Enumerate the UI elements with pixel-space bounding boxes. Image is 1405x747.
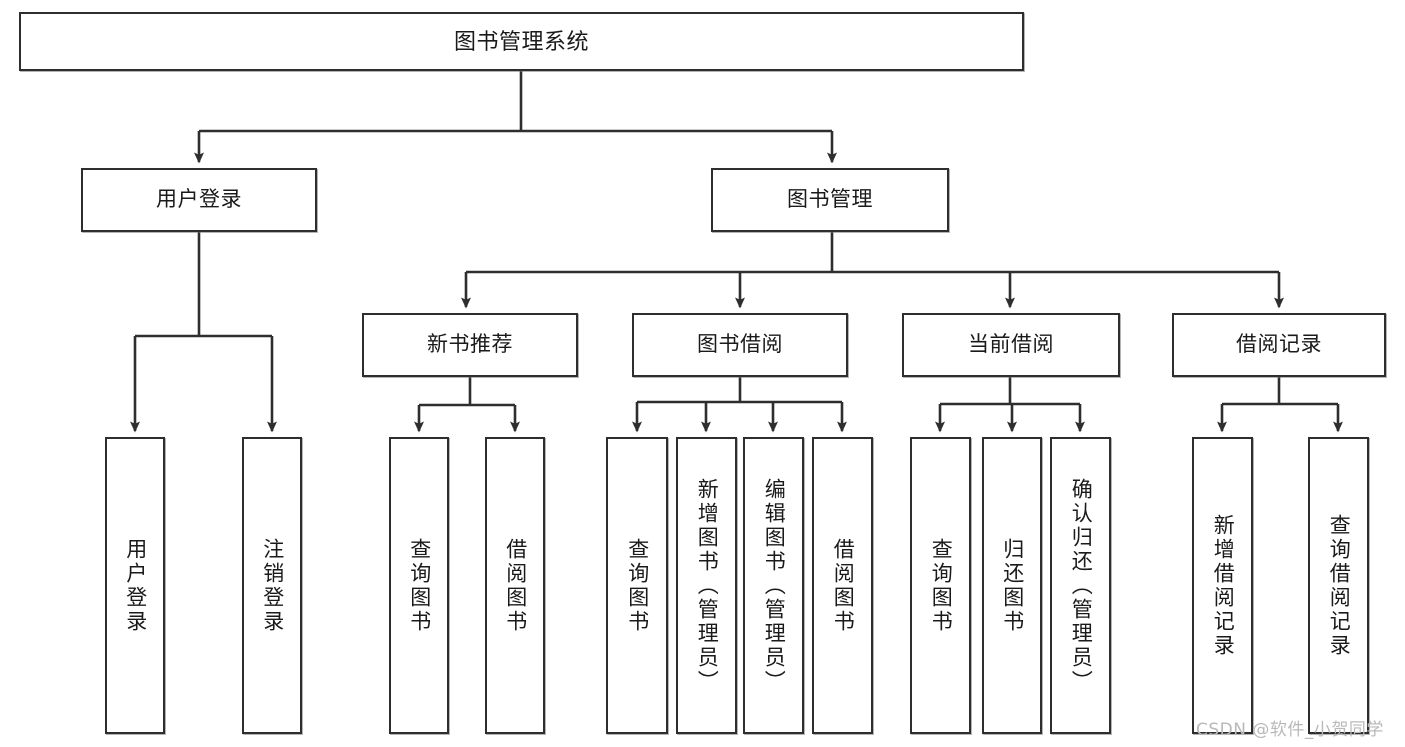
node-leaf-query-borrow-record[interactable]: 查询借阅记录 <box>1308 437 1369 734</box>
node-leaf-borrow-books[interactable]: 借阅图书 <box>812 437 873 734</box>
node-leaf-return-books[interactable]: 归还图书 <box>982 437 1042 734</box>
node-leaf-add-book-admin[interactable]: 新增图书（管理员） <box>676 437 737 734</box>
node-label: 新书推荐 <box>427 332 513 356</box>
node-leaf-confirm-return-admin[interactable]: 确认归还（管理员） <box>1050 437 1111 734</box>
node-label: 图书借阅 <box>697 332 783 356</box>
node-leaf-edit-book-admin[interactable]: 编辑图书（管理员） <box>743 437 804 734</box>
node-leaf-query-books-borrow[interactable]: 查询图书 <box>606 437 668 734</box>
node-leaf-query-books-current[interactable]: 查询图书 <box>910 437 971 734</box>
node-label: 查询图书 <box>929 537 953 634</box>
node-label: 查询借阅记录 <box>1327 513 1351 658</box>
node-borrowing-records[interactable]: 借阅记录 <box>1172 313 1386 377</box>
node-book-borrowing[interactable]: 图书借阅 <box>632 313 848 377</box>
node-label: 归还图书 <box>1000 537 1024 634</box>
node-label: 查询图书 <box>625 537 649 634</box>
node-label: 用户登录 <box>123 537 147 634</box>
csdn-watermark: CSDN @软件_小贺同学 <box>1196 720 1384 740</box>
node-label: 借阅图书 <box>503 537 527 634</box>
node-label: 用户登录 <box>156 187 242 211</box>
node-new-book-recommendation[interactable]: 新书推荐 <box>362 313 578 377</box>
node-leaf-add-borrow-record[interactable]: 新增借阅记录 <box>1192 437 1253 734</box>
node-user-login[interactable]: 用户登录 <box>81 168 317 232</box>
node-label: 借阅记录 <box>1236 332 1322 356</box>
node-leaf-borrow-books-newbook[interactable]: 借阅图书 <box>485 437 545 734</box>
node-label: 新增图书（管理员） <box>695 477 719 694</box>
node-label: 编辑图书（管理员） <box>762 477 786 694</box>
node-label: 查询图书 <box>407 537 431 634</box>
node-label: 注销登录 <box>260 537 284 634</box>
node-leaf-logout[interactable]: 注销登录 <box>242 437 302 734</box>
node-label: 确认归还（管理员） <box>1069 477 1093 694</box>
node-label: 新增借阅记录 <box>1211 513 1235 658</box>
node-current-borrowing[interactable]: 当前借阅 <box>902 313 1120 377</box>
node-leaf-query-books-newbook[interactable]: 查询图书 <box>389 437 449 734</box>
node-root-book-management-system[interactable]: 图书管理系统 <box>19 12 1024 71</box>
node-label: 图书管理系统 <box>453 28 589 54</box>
node-label: 借阅图书 <box>831 537 855 634</box>
node-leaf-user-login[interactable]: 用户登录 <box>105 437 165 734</box>
node-book-management[interactable]: 图书管理 <box>711 168 949 232</box>
node-label: 图书管理 <box>787 187 873 211</box>
node-label: 当前借阅 <box>968 332 1054 356</box>
